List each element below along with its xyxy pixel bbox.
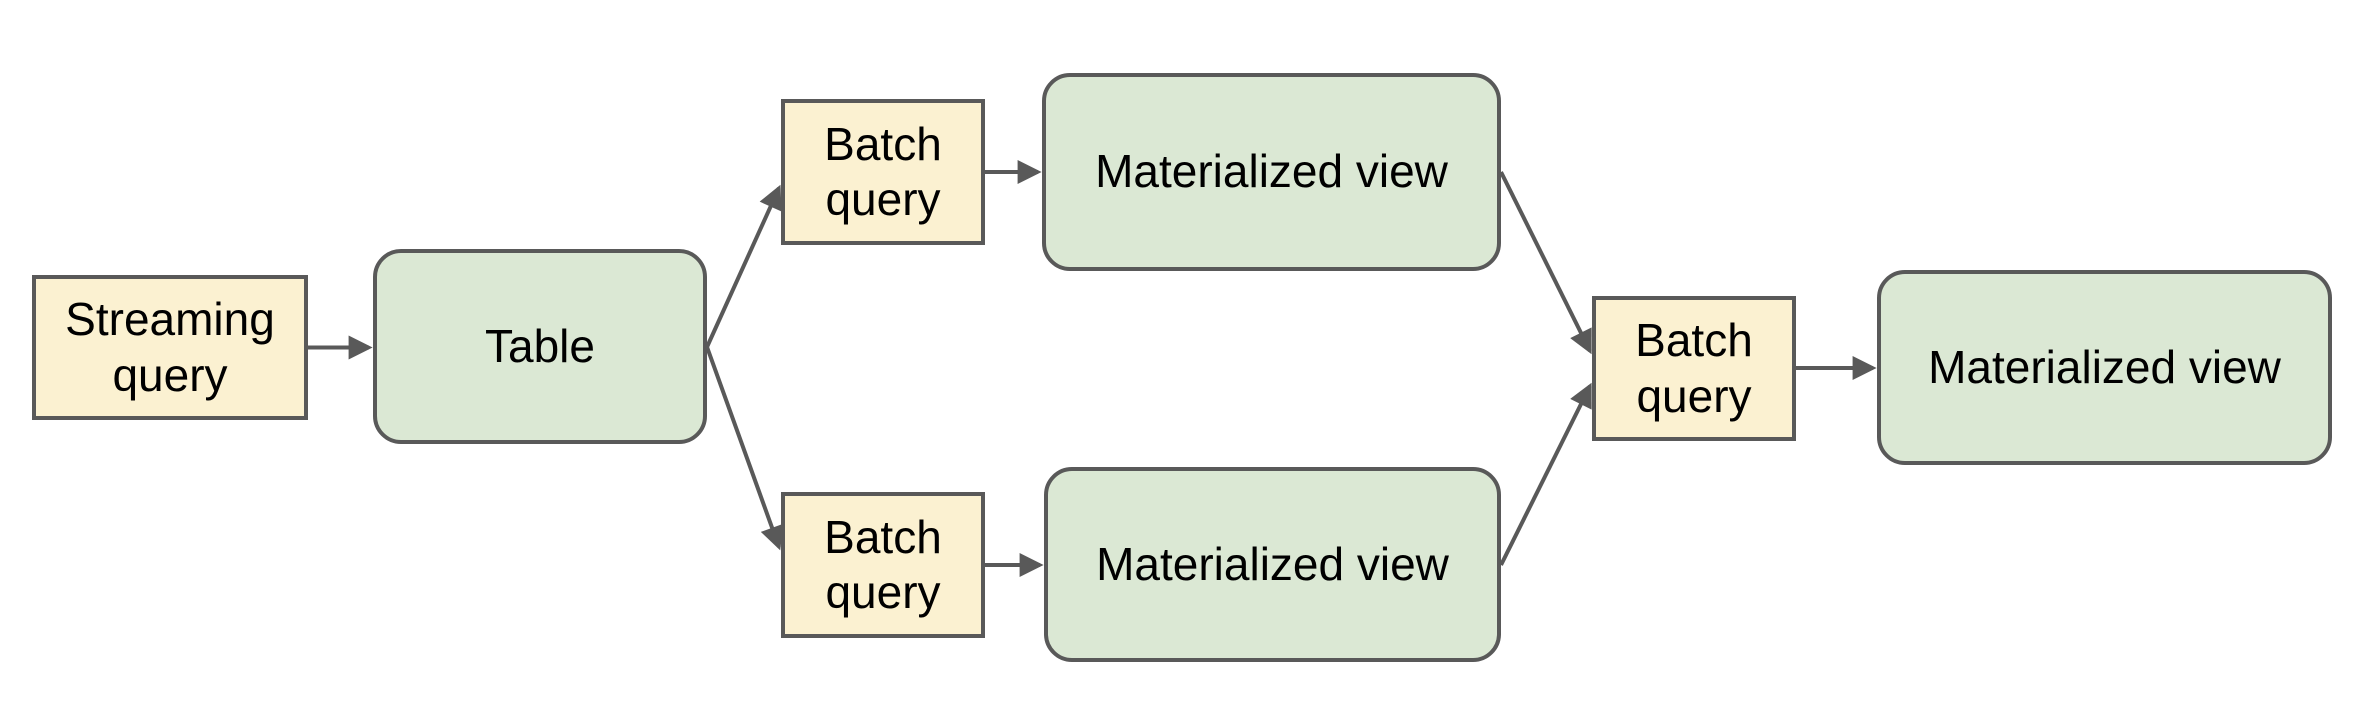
node-label: Streaming query	[65, 293, 275, 401]
node-label: Materialized view	[1095, 145, 1448, 198]
node-label: Materialized view	[1928, 340, 2281, 393]
node-table: Table	[373, 249, 707, 444]
node-label: Batch query	[824, 510, 942, 618]
node-label: Materialized view	[1096, 537, 1449, 590]
edge-mv-bottom-to-batch-final	[1499, 382, 1592, 566]
edge-table-to-batch-bottom	[705, 346, 784, 551]
node-label: Table	[485, 319, 595, 372]
node-label: Batch query	[824, 117, 942, 225]
edge-table-to-batch-top	[705, 184, 782, 348]
node-batch-query-top: Batch query	[781, 99, 985, 245]
node-batch-query-bottom: Batch query	[781, 492, 985, 638]
node-materialized-view-final: Materialized view	[1877, 270, 2332, 465]
node-streaming-query: Streaming query	[32, 275, 308, 420]
node-label: Batch query	[1635, 314, 1753, 422]
node-materialized-view-bottom: Materialized view	[1044, 467, 1501, 662]
node-batch-query-final: Batch query	[1592, 296, 1796, 441]
edge-mv-top-to-batch-final	[1499, 171, 1592, 355]
node-materialized-view-top: Materialized view	[1042, 73, 1501, 271]
